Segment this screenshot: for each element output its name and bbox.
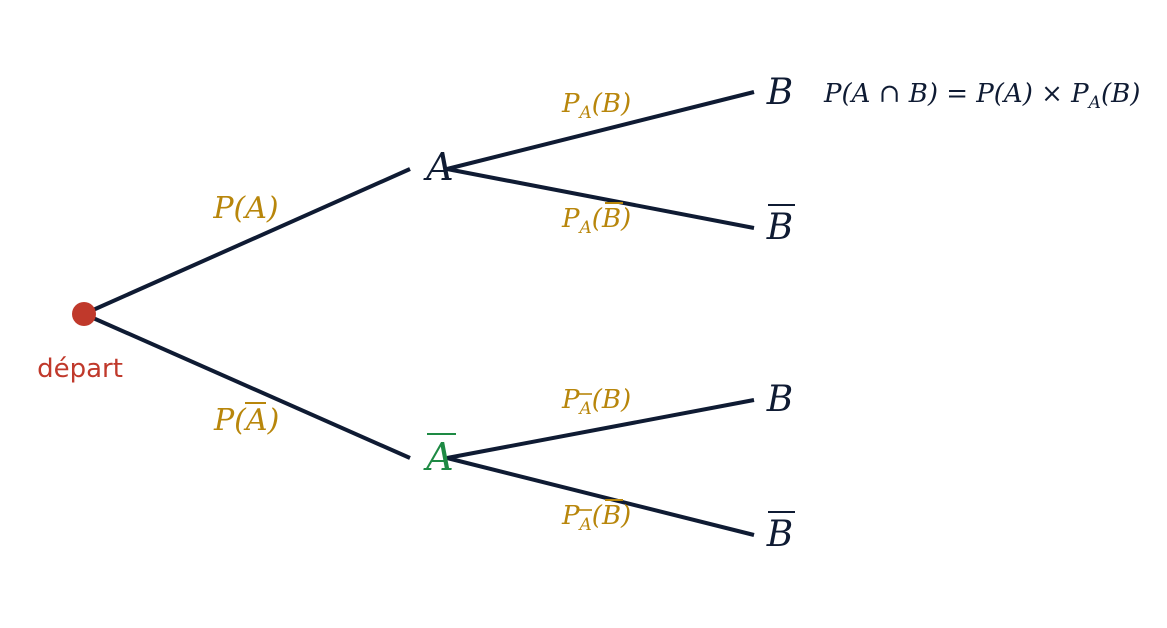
node-Bbar-from-Abar: B — [766, 511, 795, 555]
node-Abar: A — [423, 433, 456, 479]
prob-var: A — [243, 403, 268, 438]
edge-prob-B-given-Abar: PA(B) — [561, 385, 631, 419]
edge-prob-Bbar-given-A: PA(B) — [561, 202, 631, 238]
edge-prob-A: P(A) — [212, 191, 278, 226]
edge-prob-Bbar-given-Abar: PA(B) — [561, 499, 631, 535]
node-B-from-Abar: B — [766, 379, 793, 420]
start-node — [72, 302, 96, 326]
edge-start-to-Abar — [83, 312, 411, 460]
node-B-from-A: B — [766, 72, 793, 113]
svg-text:PA(B): PA(B) — [561, 385, 631, 419]
tree-edges — [83, 90, 755, 537]
svg-text:PA(B): PA(B) — [561, 204, 631, 238]
formula-intersection: P(A ∩ B) = P(A) × PA(B) — [823, 79, 1140, 113]
node-Abar-label: A — [423, 435, 453, 479]
svg-text:B: B — [766, 514, 793, 555]
edge-prob-Abar: P(A) — [213, 402, 279, 438]
prob-suffix: ) — [267, 403, 280, 438]
edge-Abar-to-B — [446, 398, 755, 460]
edge-A-to-Bbar — [446, 167, 755, 230]
edge-A-to-B — [446, 90, 755, 171]
prob-prefix: P( — [213, 403, 247, 438]
svg-text:PA(B): PA(B) — [561, 501, 631, 535]
node-Bbar-from-A: B — [766, 204, 795, 248]
svg-text:P(A): P(A) — [213, 403, 279, 438]
edge-Abar-to-Bbar — [446, 456, 755, 537]
svg-text:B: B — [766, 207, 793, 248]
edge-start-to-A — [83, 167, 411, 316]
start-label: départ — [37, 354, 123, 384]
node-A: A — [423, 145, 453, 189]
edge-prob-B-given-A: PA(B) — [561, 89, 631, 123]
